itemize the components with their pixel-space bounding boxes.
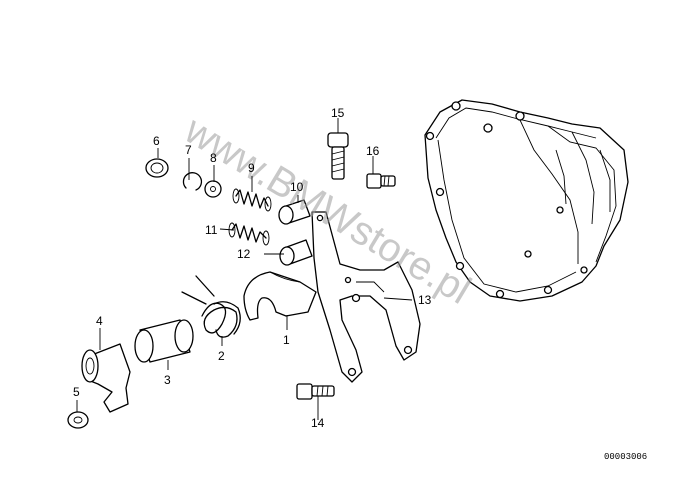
spring-11 (228, 222, 270, 246)
pin-10 (278, 199, 311, 225)
bracket-plate (311, 211, 421, 383)
washer-8 (204, 180, 222, 198)
callout-8: 8 (210, 151, 217, 165)
pin-12 (279, 239, 313, 266)
callout-7: 7 (185, 143, 192, 157)
diagram-code: 00003006 (604, 452, 647, 462)
callout-10: 10 (290, 180, 304, 194)
callout-12: 12 (237, 247, 251, 261)
callout-14: 14 (311, 416, 325, 430)
callout-11: 11 (205, 223, 218, 237)
callout-15: 15 (331, 106, 345, 120)
callout-6: 6 (153, 134, 160, 148)
callout-13: 13 (418, 293, 432, 307)
leader-lines (76, 118, 413, 420)
bolt-15 (327, 132, 349, 180)
callouts: 1 2 3 4 5 6 7 8 9 10 11 12 13 14 15 16 (73, 106, 432, 430)
bushing-5 (67, 411, 89, 429)
callout-3: 3 (164, 373, 171, 387)
callout-4: 4 (96, 314, 103, 328)
shift-lever-4 (81, 343, 131, 413)
sleeve-3 (134, 319, 194, 363)
torsion-spring-2 (181, 275, 241, 338)
callout-5: 5 (73, 385, 80, 399)
callout-9: 9 (248, 161, 255, 175)
bolt-14 (296, 383, 335, 400)
fork-holder-1 (243, 271, 317, 321)
callout-1: 1 (283, 333, 290, 347)
circlip-7 (182, 172, 203, 191)
bolt-16 (366, 173, 396, 189)
transmission-housing (424, 99, 629, 302)
spring-9 (232, 188, 272, 212)
callout-16: 16 (366, 144, 380, 158)
ring-6 (145, 158, 169, 178)
callout-2: 2 (218, 349, 225, 363)
